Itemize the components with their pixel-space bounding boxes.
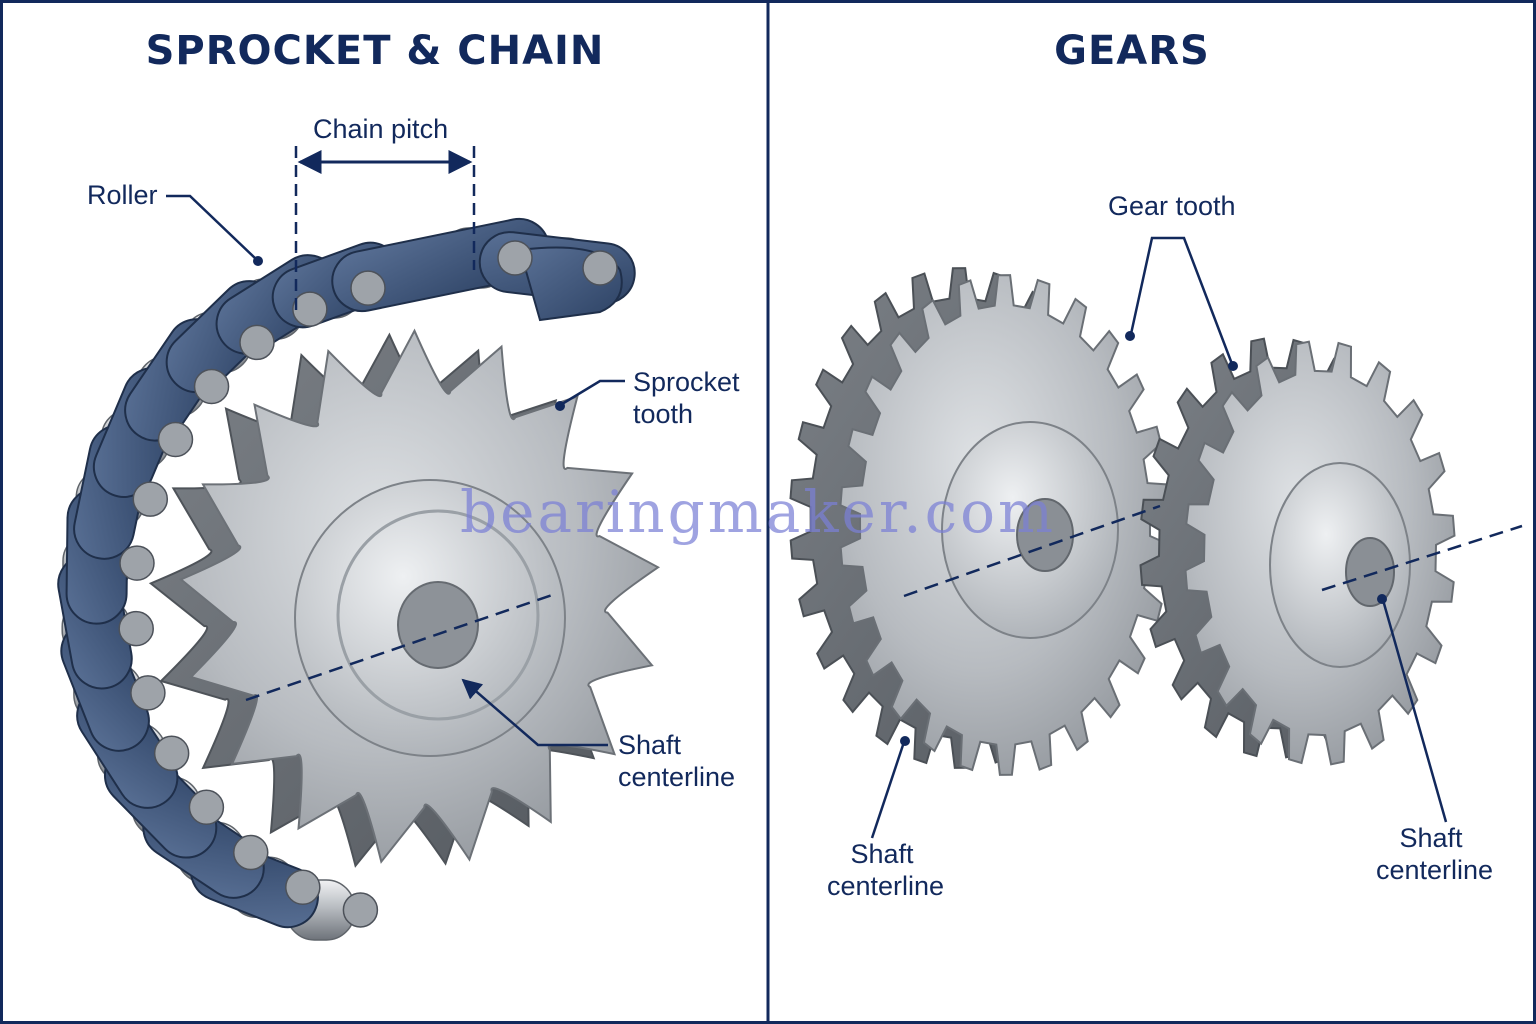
large-gear-shaft-leader-dot [900,736,910,746]
sprocket-chain-title: SPROCKET & CHAIN [145,28,605,74]
chain-pin [292,291,328,327]
large-gear-shaft-leader-line [870,741,906,839]
gear-tooth-leader-dot-left [1125,331,1135,341]
chain-pin [132,481,169,517]
large-gear-shaft-centerline [903,504,1161,598]
sprocket-tooth-label-line-1: Sprocket [633,367,740,397]
small-gear-shaft-label-line-2: centerline [1376,855,1494,885]
large-gear-shaft-label-line-1: Shaft [850,839,914,869]
large-gear-bore [1016,498,1074,572]
small-gear-shaft-centerline [1321,524,1523,592]
sprocket-bore [397,581,479,669]
small-gear-shaft-leader-dot [1377,594,1387,604]
sprocket-shaft-centerline-label: Shaft centerline [618,729,735,793]
chain-pin [350,270,386,306]
large-gear-shaft-centerline-label: Shaft centerline [827,838,945,902]
chain-pin [193,368,230,405]
chain-pitch-label: Chain pitch [313,114,449,144]
small-gear [1139,337,1456,766]
chain-pin [239,324,275,361]
sprocket-tooth-label: Sprocket tooth [633,366,740,430]
sprocket-shaft-centerline [245,592,556,702]
gears-title: GEARS [1054,28,1210,74]
small-gear-hub [1269,462,1411,668]
chain-pitch-dimension [294,146,476,312]
sprocket-tooth-leader-line [561,379,625,406]
small-gear-bore [1345,537,1395,607]
sprocket-hub-ring [336,509,540,721]
chain-pin [188,789,225,825]
chain-pin [153,735,190,772]
small-gear-shaft-leader-line [1381,599,1448,823]
sprocket-shaft-label-line-2: centerline [618,762,736,792]
roller-leader-line [166,194,257,260]
small-gear-shaft-label-line-1: Shaft [1399,823,1463,853]
chain-pin [233,834,269,871]
large-gear-shaft-label-line-2: centerline [827,871,945,901]
sprocket-tooth-leader-dot [555,401,565,411]
sprocket-shaft-leader-line [461,678,608,747]
chain-pin [497,240,533,276]
gear-tooth-label: Gear tooth [1108,191,1236,221]
chain-pin [342,892,379,928]
roller-label: Roller [87,180,158,210]
chain-pin [285,869,321,906]
sprocket-tooth-label-line-2: tooth [633,399,694,429]
chain-pin [118,610,154,647]
chain-pin [582,250,618,286]
gear-tooth-leader-dot-right [1228,361,1238,371]
roller-chain [57,217,636,941]
sprocket-shaft-label-line-1: Shaft [618,730,682,760]
large-gear [789,267,1171,776]
gear-tooth-leader-lines [1129,236,1234,365]
roller-leader-dot [253,256,263,266]
sprocket-illustration [148,328,661,868]
chain-pin [157,421,194,458]
chain-pin [130,675,166,711]
small-gear-shaft-centerline-label: Shaft centerline [1376,822,1494,886]
chain-pin [119,545,155,581]
